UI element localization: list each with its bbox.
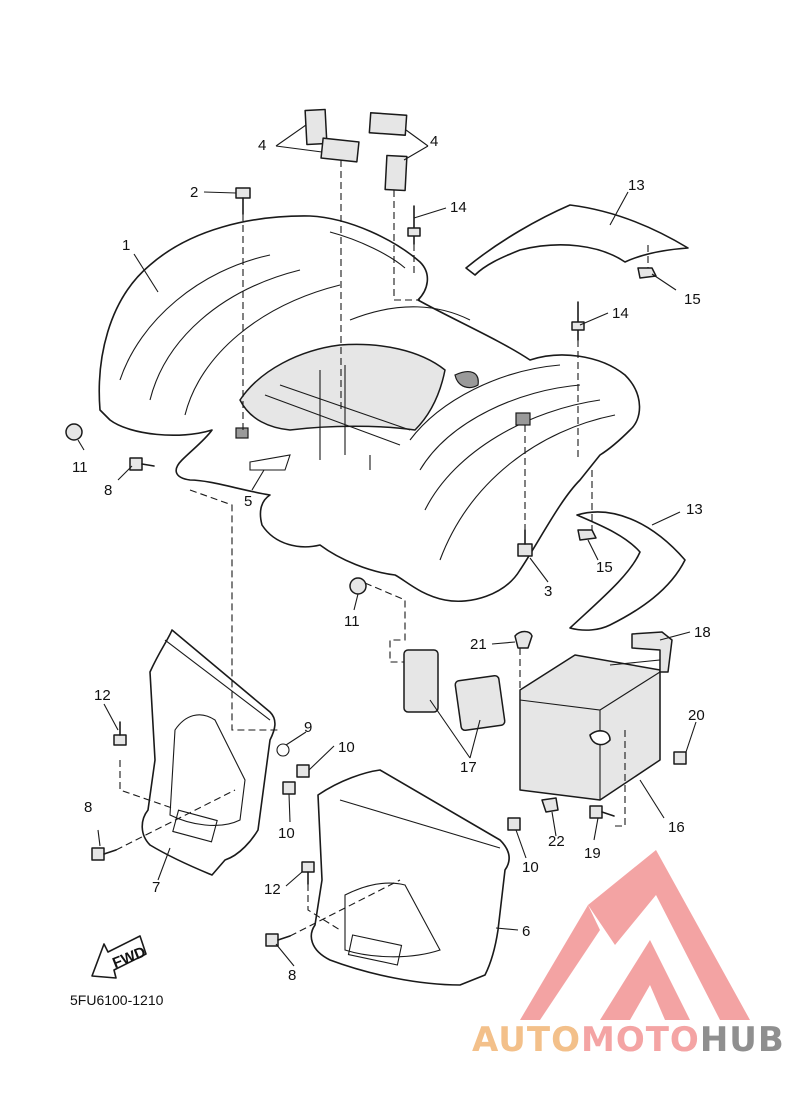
callout-8-left: 8 xyxy=(84,799,92,816)
bracket[interactable] xyxy=(631,631,673,673)
callout-10-upper: 10 xyxy=(338,739,355,756)
callout-14-upper: 14 xyxy=(450,199,467,216)
pad-set[interactable] xyxy=(304,108,408,192)
splash-guard-upper[interactable] xyxy=(465,204,689,276)
side-cover-left[interactable] xyxy=(141,629,276,876)
callout-7: 7 xyxy=(152,879,160,896)
callout-10-right: 10 xyxy=(522,859,539,876)
callout-6: 6 xyxy=(522,923,530,940)
splash-guard-lower[interactable] xyxy=(569,511,686,631)
callout-13-lower: 13 xyxy=(686,501,703,518)
callout-16: 16 xyxy=(668,819,685,836)
callout-13-upper: 13 xyxy=(628,177,645,194)
callout-12-left: 12 xyxy=(94,687,111,704)
callout-1: 1 xyxy=(122,237,130,254)
callout-19: 19 xyxy=(584,845,601,862)
callout-2: 2 xyxy=(190,184,198,201)
callout-20: 20 xyxy=(688,707,705,724)
side-cover-right[interactable] xyxy=(310,769,510,986)
rear-fender[interactable] xyxy=(98,215,641,602)
callout-11-left: 11 xyxy=(72,459,88,476)
fasteners[interactable] xyxy=(65,187,687,947)
callout-8-upper: 8 xyxy=(104,482,112,499)
watermark-moto: MOTO xyxy=(580,1020,700,1060)
fwd-arrow: FWD xyxy=(91,935,148,979)
callout-15-lower: 15 xyxy=(596,559,613,576)
callout-12-right: 12 xyxy=(264,881,281,898)
callout-22: 22 xyxy=(548,833,565,850)
callout-18: 18 xyxy=(694,624,711,641)
callout-10-lower: 10 xyxy=(278,825,295,842)
assembly-lines xyxy=(115,160,649,937)
storage-box[interactable] xyxy=(519,654,661,801)
box-pads[interactable] xyxy=(403,649,506,732)
watermark-auto: AUTO xyxy=(472,1020,581,1060)
callout-17: 17 xyxy=(460,759,477,776)
callout-4-right: 4 xyxy=(430,133,438,150)
watermark-hub: HUB xyxy=(699,1020,785,1060)
callout-3: 3 xyxy=(544,583,552,600)
callout-11-center: 11 xyxy=(344,613,360,630)
callout-8-lower: 8 xyxy=(288,967,296,984)
callout-numbers: 1 2 4 4 14 13 15 14 11 8 5 13 15 3 11 21… xyxy=(72,133,711,984)
callout-14-lower: 14 xyxy=(612,305,629,322)
callout-4-left: 4 xyxy=(258,137,266,154)
callout-21: 21 xyxy=(470,636,487,653)
watermark-logo xyxy=(520,850,750,1020)
callout-15-upper: 15 xyxy=(684,291,701,308)
leader-lines xyxy=(77,124,697,967)
callout-9: 9 xyxy=(304,719,312,736)
callout-5: 5 xyxy=(244,493,252,510)
diagram-code: 5FU6100-1210 xyxy=(70,992,164,1008)
watermark-text: AUTOMOTOHUB xyxy=(472,1020,785,1060)
